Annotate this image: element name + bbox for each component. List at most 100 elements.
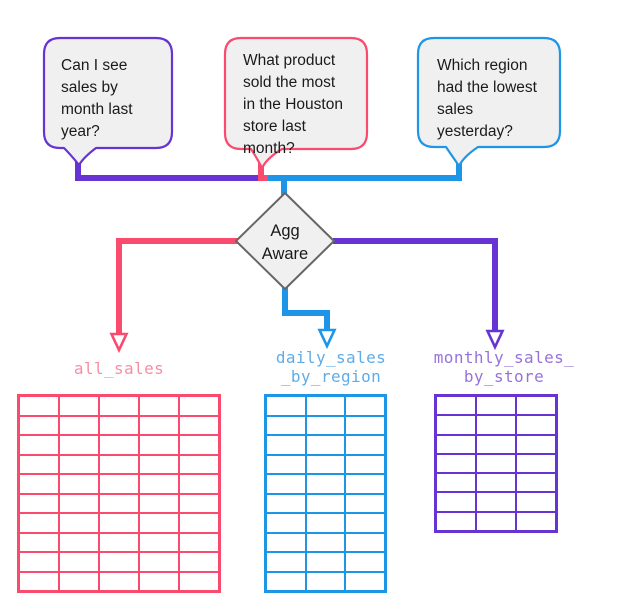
connector-diamond-to-daily-sales [282, 287, 330, 330]
speech-bubble-1-shape [42, 36, 174, 167]
table-cell [140, 494, 178, 512]
arrowhead-blue-icon [317, 328, 337, 350]
table-cell [60, 572, 98, 590]
table-cell [100, 514, 138, 532]
table-cell [306, 572, 345, 590]
table-cell [140, 533, 178, 551]
table-cell [346, 494, 384, 512]
table-cell [100, 436, 138, 454]
table-cell [346, 553, 384, 571]
table-cell [140, 572, 178, 590]
connector-diamond-to-all-sales [116, 238, 239, 334]
table-cell [346, 397, 384, 415]
table-cell [267, 475, 305, 493]
table-monthly-sales-by-store [434, 394, 558, 533]
table-cell [180, 436, 218, 454]
table-cell [60, 533, 98, 551]
table-cell [267, 514, 305, 532]
table-cell [20, 494, 58, 512]
table-cell [517, 474, 555, 492]
speech-bubble-1-text: Can I see sales by month last year? [61, 57, 133, 140]
table-cell [60, 494, 98, 512]
speech-bubble-3-text: Which region had the lowest sales yester… [437, 57, 537, 140]
table-cell [60, 416, 98, 434]
table-cell [100, 572, 138, 590]
table-cell [267, 397, 305, 415]
table-cell [100, 455, 138, 473]
table-cell [437, 454, 475, 473]
speech-bubble-2-shape [223, 36, 369, 170]
table-cell [140, 416, 178, 434]
connector-diamond-to-monthly-sales [333, 238, 498, 331]
table-cell [306, 416, 345, 434]
table-cell [267, 572, 305, 590]
table-cell [477, 512, 515, 530]
table-cell [140, 397, 178, 415]
table-cell [346, 455, 384, 473]
table-cell [140, 514, 178, 532]
table-cell [60, 475, 98, 493]
table-cell [517, 435, 555, 453]
table-cell [60, 514, 98, 532]
table-cell [100, 475, 138, 493]
table-cell [60, 553, 98, 571]
table-cell [20, 416, 58, 434]
table-cell [180, 494, 218, 512]
decision-diamond [235, 192, 335, 290]
table-cell [477, 416, 515, 434]
table-cell [437, 397, 475, 415]
table-cell [517, 397, 555, 415]
table-label-monthly-sales-by-store: monthly_sales_ by_store [433, 348, 575, 386]
table-all-sales [17, 394, 221, 593]
table-cell [20, 475, 58, 493]
table-cell [180, 572, 218, 590]
table-cell [267, 494, 305, 512]
table-cell [437, 416, 475, 434]
table-cell [306, 533, 345, 551]
table-cell [267, 553, 305, 571]
table-cell [267, 533, 305, 551]
table-cell [180, 475, 218, 493]
table-cell [306, 455, 345, 473]
arrowhead-purple-icon [485, 329, 505, 351]
table-cell [346, 436, 384, 454]
table-cell [306, 436, 345, 454]
table-cell [180, 533, 218, 551]
table-cell [20, 455, 58, 473]
table-cell [517, 454, 555, 473]
table-cell [477, 493, 515, 511]
arrowhead-pink-icon [109, 332, 129, 354]
table-daily-sales-by-region [264, 394, 387, 593]
table-cell [140, 475, 178, 493]
speech-bubble-3-shape [416, 36, 562, 168]
table-cell [140, 455, 178, 473]
table-cell [437, 474, 475, 492]
connector-purple-bubble-to-trunk [75, 150, 258, 181]
table-cell [20, 553, 58, 571]
table-cell [437, 512, 475, 530]
table-cell [517, 493, 555, 511]
table-cell [346, 572, 384, 590]
table-cell [477, 454, 515, 473]
speech-bubble-2-text: What product sold the most in the Housto… [243, 52, 343, 157]
table-cell [20, 397, 58, 415]
table-cell [100, 553, 138, 571]
table-cell [100, 533, 138, 551]
table-cell [477, 474, 515, 492]
table-cell [140, 436, 178, 454]
table-cell [306, 553, 345, 571]
table-cell [267, 455, 305, 473]
table-cell [180, 455, 218, 473]
table-cell [20, 514, 58, 532]
table-cell [100, 416, 138, 434]
table-cell [346, 514, 384, 532]
table-cell [267, 436, 305, 454]
table-cell [180, 397, 218, 415]
table-cell [346, 475, 384, 493]
table-cell [517, 512, 555, 530]
table-cell [20, 436, 58, 454]
table-cell [306, 494, 345, 512]
table-cell [267, 416, 305, 434]
